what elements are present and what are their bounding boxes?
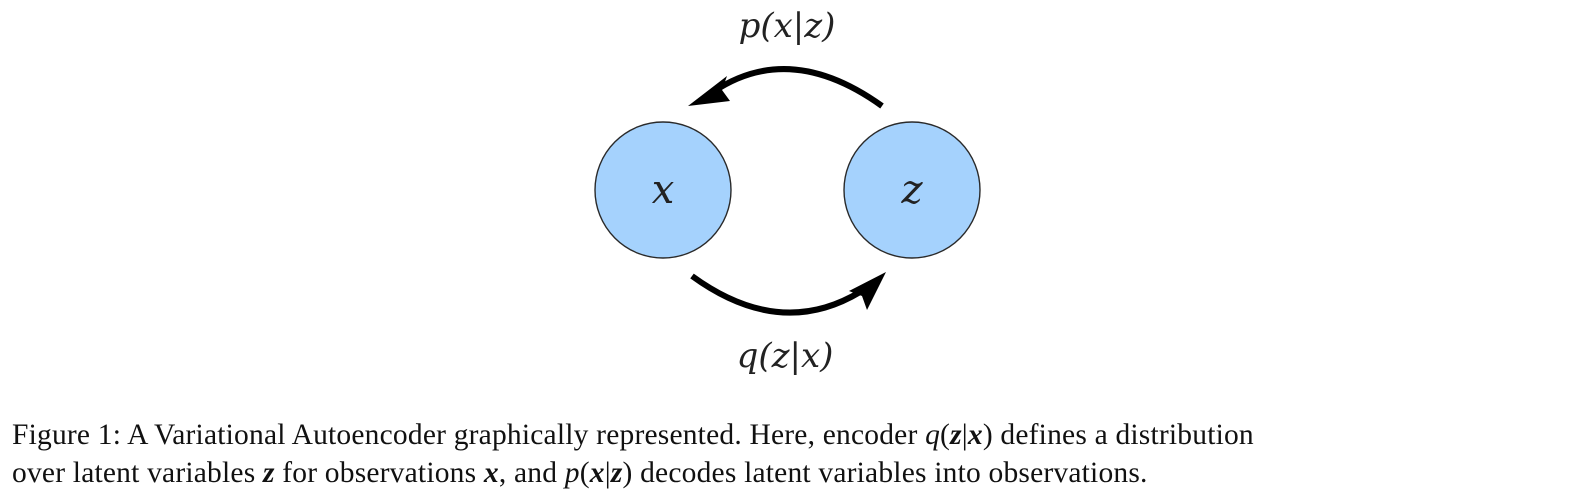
edge-encoder: q(z|x) bbox=[690, 272, 886, 376]
caption-math-z: z bbox=[950, 419, 962, 451]
vae-diagram: p(x|z) q(z|x) x z bbox=[594, 6, 981, 376]
caption-text: defines a distribution bbox=[992, 419, 1254, 451]
node-x-label: x bbox=[652, 167, 675, 213]
node-z: z bbox=[843, 121, 981, 259]
encoder-label: q(z|x) bbox=[737, 336, 834, 376]
caption-bar: | bbox=[604, 457, 611, 489]
edge-decoder: p(x|z) bbox=[688, 6, 884, 109]
caption-text: over latent variables bbox=[12, 457, 263, 489]
decoder-label: p(x|z) bbox=[739, 6, 836, 46]
caption-paren-close: ) bbox=[982, 419, 993, 451]
caption-math-z: z bbox=[610, 457, 623, 489]
caption-paren-close: ) bbox=[622, 457, 633, 489]
caption-paren-open: ( bbox=[940, 419, 951, 451]
caption-line-2: over latent variables z for observations… bbox=[12, 454, 1572, 492]
caption-text: decodes latent variables into observatio… bbox=[632, 457, 1148, 489]
caption-math-x: x bbox=[483, 457, 499, 489]
caption-paren-open: ( bbox=[579, 457, 590, 489]
figure-caption: Figure 1: A Variational Autoencoder grap… bbox=[12, 416, 1572, 492]
caption-math-x: x bbox=[967, 419, 983, 451]
caption-text: , and bbox=[498, 457, 565, 489]
caption-math-q: q bbox=[925, 419, 941, 451]
caption-bar: | bbox=[961, 419, 968, 451]
node-x-circle bbox=[594, 121, 732, 259]
encoder-arrowhead bbox=[849, 272, 886, 310]
caption-math-z: z bbox=[262, 457, 275, 489]
node-z-circle bbox=[843, 121, 981, 259]
caption-line-1: Figure 1: A Variational Autoencoder grap… bbox=[12, 416, 1572, 454]
caption-math-p: p bbox=[564, 457, 580, 489]
decoder-arrowhead bbox=[688, 76, 730, 106]
node-z-label: z bbox=[900, 167, 923, 213]
node-x: x bbox=[594, 121, 732, 259]
caption-math-x: x bbox=[589, 457, 605, 489]
decoder-arrow-curve bbox=[711, 66, 884, 109]
encoder-arrow-curve bbox=[690, 273, 862, 316]
caption-text: Figure 1: A Variational Autoencoder grap… bbox=[12, 419, 926, 451]
caption-text: for observations bbox=[274, 457, 484, 489]
